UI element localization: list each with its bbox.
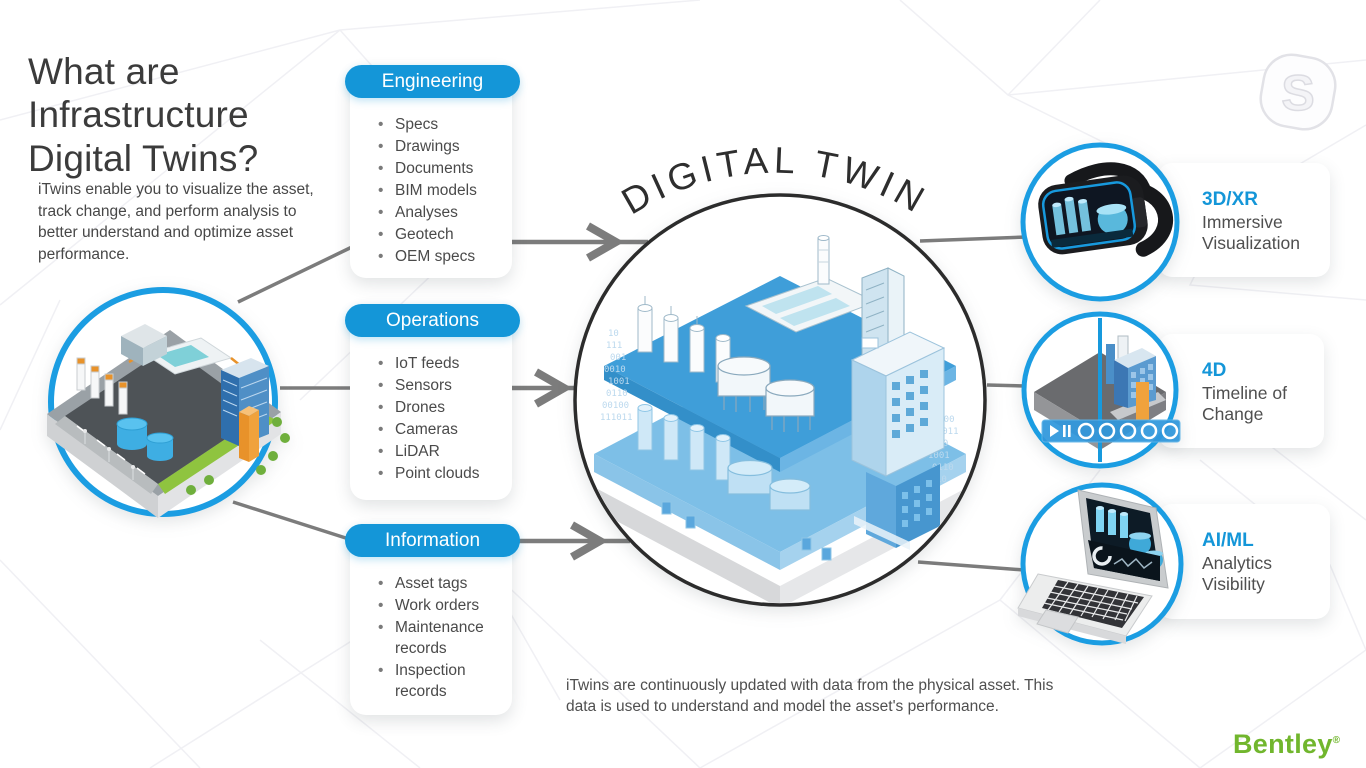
engineering-card: Specs Drawings Documents BIM models Anal… xyxy=(350,66,512,278)
svg-text:10: 10 xyxy=(608,329,619,339)
physical-asset-circle xyxy=(47,287,290,518)
svg-text:00100: 00100 xyxy=(602,401,629,411)
list-item: Inspection records xyxy=(378,660,506,702)
feature-circle-aiml xyxy=(1017,482,1184,646)
list-item: Drones xyxy=(378,397,506,418)
svg-text:111: 111 xyxy=(606,341,622,351)
operations-header: Operations xyxy=(345,304,520,337)
svg-text:111011: 111011 xyxy=(600,413,633,423)
registered-mark: ® xyxy=(1332,735,1341,746)
arrow-engineering-head xyxy=(586,222,625,262)
svg-text:1001: 1001 xyxy=(608,377,630,387)
feature-line: Visibility xyxy=(1202,574,1265,595)
feature-line: Immersive xyxy=(1202,211,1283,232)
feature-line: Timeline of xyxy=(1202,382,1287,403)
svg-text:S: S xyxy=(1281,65,1314,121)
connector-center-4d xyxy=(986,383,1026,388)
svg-text:1001: 1001 xyxy=(928,451,950,461)
feature-line: Change xyxy=(1202,404,1264,425)
list-item: Cameras xyxy=(378,419,506,440)
feature-circle-3dxr xyxy=(1020,142,1180,302)
list-item: Maintenance records xyxy=(378,617,506,659)
list-item: OEM specs xyxy=(378,246,506,267)
feature-circle-4d xyxy=(1021,311,1181,469)
list-item: Work orders xyxy=(378,595,506,616)
connector-left-engineering xyxy=(237,245,353,304)
vr-headset-icon xyxy=(1038,162,1174,257)
feature-heading: 4D xyxy=(1202,360,1227,381)
list-item: Specs xyxy=(378,114,506,135)
laptop-analytics-icon xyxy=(1017,489,1169,644)
feature-card-3dxr: 3D/XR Immersive Visualization xyxy=(1158,163,1330,277)
engineering-header: Engineering xyxy=(345,65,520,98)
isometric-city-illustration xyxy=(47,324,290,518)
information-header: Information xyxy=(345,524,520,557)
svg-text:0110: 0110 xyxy=(932,463,954,473)
feature-heading: 3D/XR xyxy=(1202,189,1258,210)
list-item: Point clouds xyxy=(378,463,506,484)
arrow-operations-head xyxy=(534,368,573,408)
skype-watermark-icon: S xyxy=(1259,53,1337,131)
list-item: BIM models xyxy=(378,180,506,201)
bentley-logo: Bentley® xyxy=(1233,729,1341,759)
svg-text:0110: 0110 xyxy=(606,389,628,399)
timeline-icon xyxy=(1034,318,1181,462)
feature-line: Visualization xyxy=(1202,233,1300,254)
list-item: Documents xyxy=(378,158,506,179)
svg-text:10: 10 xyxy=(936,475,947,485)
digital-twin-circle: 10 111 001 0010 1001 0110 00100 111011 1… xyxy=(573,193,987,607)
list-item: LiDAR xyxy=(378,441,506,462)
page-title: What are Infrastructure Digital Twins? xyxy=(28,51,259,179)
intro-paragraph: iTwins enable you to visualize the asset… xyxy=(38,181,314,264)
svg-text:0010: 0010 xyxy=(604,365,626,375)
connector-left-information xyxy=(232,500,353,542)
connector-center-aiml xyxy=(917,560,1025,572)
list-item: Analyses xyxy=(378,202,506,223)
operations-card: IoT feeds Sensors Drones Cameras LiDAR P… xyxy=(350,305,512,500)
feature-card-4d: 4D Timeline of Change xyxy=(1158,334,1324,448)
feature-heading: AI/ML xyxy=(1202,530,1254,551)
svg-text:001: 001 xyxy=(610,353,626,363)
connector-center-3dxr xyxy=(919,235,1027,243)
digital-twin-illustration: 10 111 001 0010 1001 0110 00100 111011 1… xyxy=(592,235,970,603)
feature-card-aiml: AI/ML Analytics Visibility xyxy=(1158,504,1330,619)
list-item: Geotech xyxy=(378,224,506,245)
list-item: Asset tags xyxy=(378,573,506,594)
arrow-information-head xyxy=(570,521,609,561)
list-item: Sensors xyxy=(378,375,506,396)
footer-caption: iTwins are continuously updated with dat… xyxy=(566,677,1054,716)
feature-line: Analytics xyxy=(1202,552,1273,573)
list-item: IoT feeds xyxy=(378,353,506,374)
list-item: Drawings xyxy=(378,136,506,157)
